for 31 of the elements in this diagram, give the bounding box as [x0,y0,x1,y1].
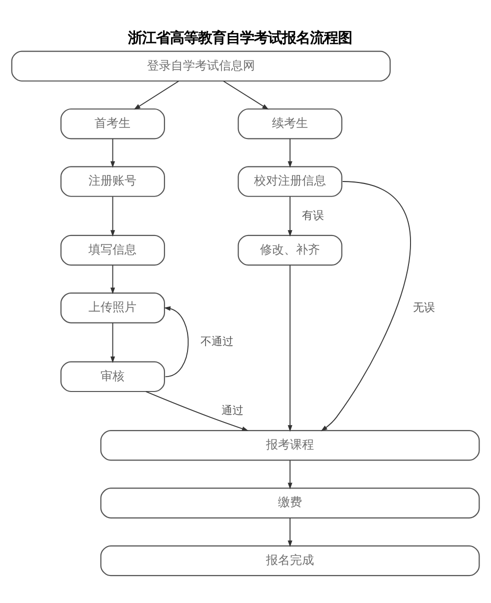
arrow [288,264,292,432]
edge-label: 通过 [221,403,244,416]
arrow [110,196,116,236]
edge-label: 不通过 [200,334,234,348]
node-box: 审核 [60,360,166,392]
edge-label: 无误 [413,300,436,314]
arrow [110,138,116,168]
node-box: 缴费 [100,487,480,518]
node-box: 首考生 [60,108,166,139]
arrow [288,196,292,236]
node-box: 修改、补齐 [238,234,342,266]
diagram-title: 浙江省高等教育自学考试报名流程图 [128,30,352,46]
edge-label: 有误 [302,208,324,222]
arrow [222,80,269,110]
arrow [164,306,189,377]
arrow [320,180,411,431]
node-box: 填写信息 [60,234,166,266]
node-box: 注册账号 [60,166,166,196]
arrow [110,264,116,294]
node-box: 登录自学考试信息网 [11,50,391,82]
arrow [288,517,292,546]
arrow [134,80,180,110]
node-box: 校对注册信息 [238,166,342,196]
arrow [288,459,292,489]
node-box: 报考课程 [100,429,480,460]
arrow [145,390,249,430]
arrow [288,138,292,168]
node-box: 续考生 [238,108,342,139]
arrow [110,322,116,363]
node-box: 报名完成 [100,544,480,576]
node-box: 上传照片 [60,292,166,323]
